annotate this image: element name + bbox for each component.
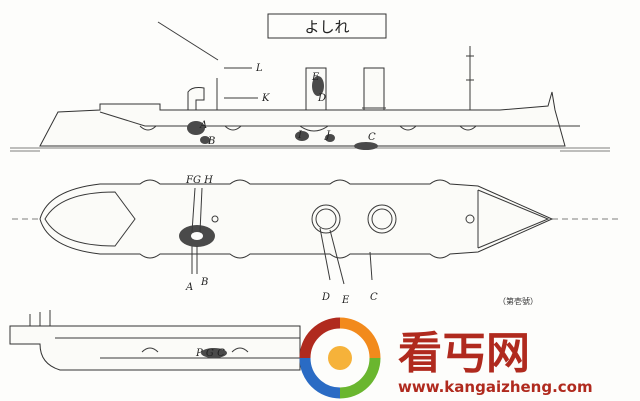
deck-line bbox=[99, 111, 580, 127]
diagram-title: よしれ bbox=[304, 18, 349, 36]
damage-mark-I bbox=[295, 131, 309, 141]
stern-outline bbox=[477, 189, 550, 249]
trajectory-C bbox=[369, 251, 373, 281]
label-C-plan: C bbox=[370, 292, 378, 303]
forecastle-outline bbox=[44, 191, 136, 247]
hull-side bbox=[39, 91, 566, 147]
trajectory-E bbox=[329, 229, 345, 285]
mast-yard bbox=[157, 21, 219, 61]
watermark-logo-icon bbox=[299, 317, 381, 399]
label-A-side: A bbox=[199, 120, 207, 131]
label-L: L bbox=[255, 63, 263, 74]
label-E-plan: E bbox=[341, 295, 350, 306]
label-E-side: E bbox=[311, 72, 320, 83]
label-I: I bbox=[297, 130, 303, 141]
funnel-fore-plan bbox=[311, 204, 341, 234]
funnel-aft bbox=[363, 67, 385, 111]
label-lower-damage: P G C bbox=[195, 348, 225, 359]
casemate-arcs bbox=[139, 125, 477, 132]
label-J: J bbox=[324, 130, 331, 141]
damage-mark-J bbox=[325, 134, 335, 142]
mast-fore-plan bbox=[211, 215, 219, 223]
damage-mark-lower bbox=[201, 348, 227, 358]
damage-mark-B bbox=[200, 136, 210, 144]
watermark: 看丐网 www.kangaizheng.com bbox=[299, 317, 593, 399]
damage-burst-core bbox=[191, 232, 203, 240]
side-elevation: L K A B E D I J C bbox=[10, 21, 610, 152]
label-A-plan: A bbox=[185, 282, 193, 293]
label-B-side: B bbox=[207, 136, 215, 147]
label-C-side: C bbox=[368, 132, 376, 143]
title-box: よしれ bbox=[267, 13, 387, 39]
lower-partial-view: P G C bbox=[9, 310, 301, 371]
funnel-aft-plan bbox=[367, 204, 397, 234]
trajectory-D bbox=[319, 227, 331, 281]
damage-mark-A bbox=[187, 121, 205, 135]
funnel-aft-inner bbox=[371, 208, 393, 230]
ventilator bbox=[187, 87, 205, 111]
watermark-url: www.kangaizheng.com bbox=[398, 378, 593, 396]
casemate-arcs-lower bbox=[141, 347, 249, 353]
label-D-side: D bbox=[317, 93, 326, 104]
plan-view: FG H A B D E C （第壱號） bbox=[12, 175, 620, 306]
watermark-text: 看丐网 bbox=[398, 328, 530, 379]
label-FGH: FG H bbox=[185, 175, 213, 186]
damage-mark-funnel bbox=[312, 76, 324, 96]
hull-plan bbox=[39, 179, 554, 259]
hull-lower bbox=[9, 325, 301, 371]
caption: （第壱號） bbox=[498, 296, 538, 306]
damage-mark-C bbox=[354, 142, 378, 150]
label-B-plan: B bbox=[200, 277, 208, 288]
mast-aft-plan bbox=[465, 214, 475, 224]
trajectory-F bbox=[191, 187, 196, 233]
label-K: K bbox=[261, 93, 270, 104]
trajectory-H bbox=[199, 187, 203, 233]
label-D-plan: D bbox=[321, 292, 330, 303]
funnel-fore-inner bbox=[315, 208, 337, 230]
